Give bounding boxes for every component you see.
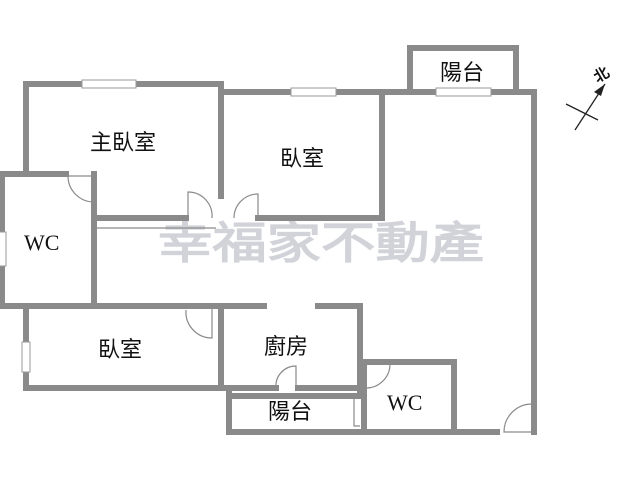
door-kitchen xyxy=(275,365,297,389)
doors xyxy=(67,175,533,433)
door-master xyxy=(187,191,213,219)
door-wc-east xyxy=(365,363,391,389)
window-balcony-north xyxy=(435,87,492,97)
window-wc-west xyxy=(0,231,7,267)
door-bedroom-north xyxy=(233,193,259,219)
room-label-balcony-north: 陽台 xyxy=(440,61,484,86)
window-bedroom-north xyxy=(290,87,337,97)
room-label-master-bedroom: 主臥室 xyxy=(90,131,156,156)
room-label-wc-west: WC xyxy=(24,230,59,255)
window-master xyxy=(81,79,137,89)
door-wc-west xyxy=(67,175,95,203)
compass-label: 北 xyxy=(590,63,612,86)
compass-arrow-icon xyxy=(594,84,605,96)
wall-balcony-north xyxy=(407,45,519,95)
door-balcony-south xyxy=(353,397,360,427)
room-label-bedroom-south: 臥室 xyxy=(98,338,142,363)
window-bedroom-south xyxy=(21,341,31,373)
walls xyxy=(0,45,537,435)
north-compass: 北 xyxy=(565,63,612,131)
room-label-bedroom-north: 臥室 xyxy=(280,147,324,172)
door-bedroom-south xyxy=(185,306,213,339)
room-label-kitchen: 廚房 xyxy=(264,335,308,360)
room-label-wc-east: WC xyxy=(387,390,422,415)
windows xyxy=(0,79,492,373)
room-label-balcony-south: 陽台 xyxy=(268,400,312,425)
door-entrance xyxy=(503,403,533,433)
watermark-text: 幸福家不動產 xyxy=(158,218,484,269)
compass-cross-icon xyxy=(565,103,599,121)
